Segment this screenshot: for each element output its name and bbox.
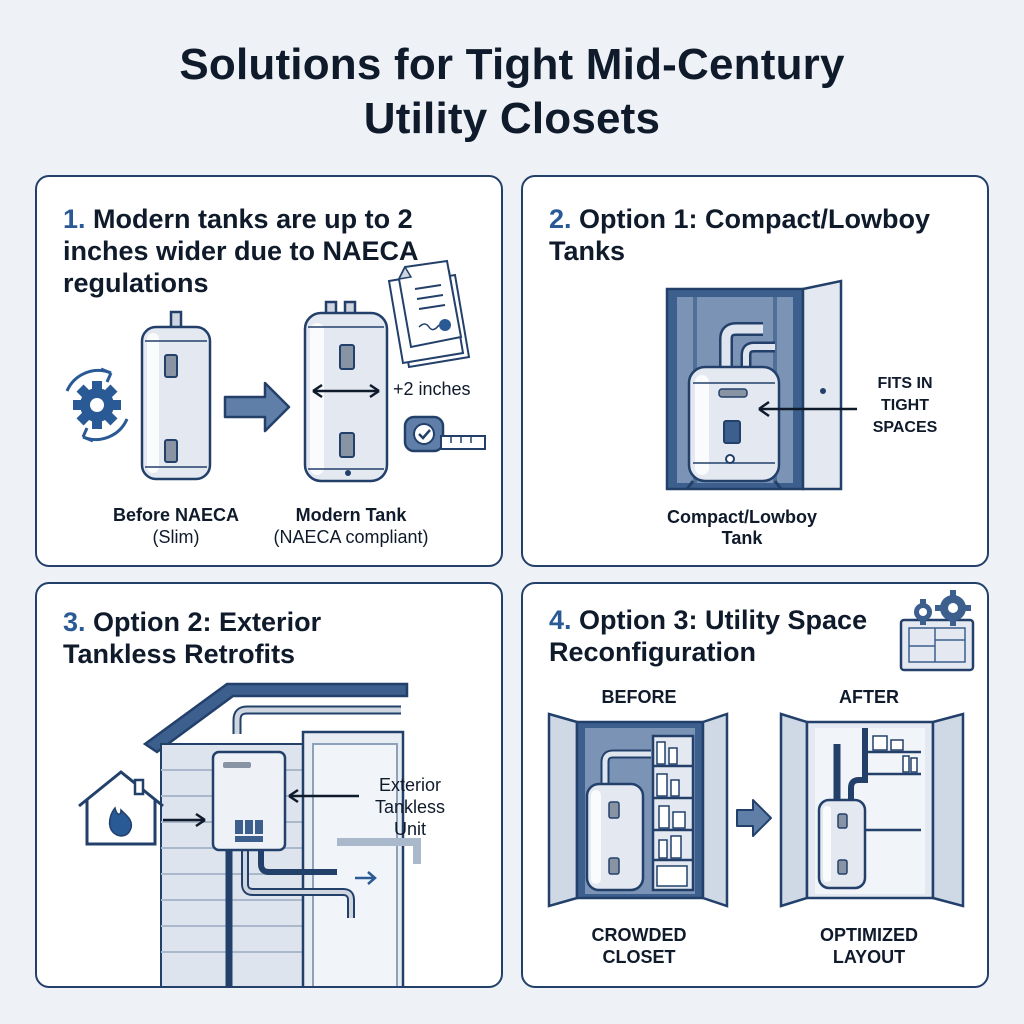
- panel-3-heading-line-2: Tankless Retrofits: [63, 639, 296, 669]
- panel-space-reconfiguration: 4. Option 3: Utility Space Reconfigurati…: [521, 582, 989, 988]
- fits-callout-line-3: SPACES: [872, 419, 938, 436]
- panel-1-heading-line-1: Modern tanks are up to 2: [93, 204, 413, 234]
- panel-exterior-tankless: 3. Option 2: Exterior Tankless Retrofits: [35, 582, 503, 988]
- fits-callout-line-1: FITS IN: [877, 375, 933, 392]
- optimized-closet-icon: [779, 712, 965, 908]
- page-title: Solutions for Tight Mid-Century Utility …: [0, 38, 1024, 146]
- panel-3-heading: 3. Option 2: Exterior Tankless Retrofits: [63, 606, 321, 670]
- fits-tight-callout: FITS IN TIGHT SPACES: [855, 373, 955, 439]
- panel-1-illustration: [65, 259, 486, 483]
- panel-2-heading-line-1: Option 1: Compact/Lowboy: [579, 204, 931, 234]
- arrow-right-icon: [223, 381, 291, 433]
- panel-naeca-width: 1. Modern tanks are up to 2 inches wider…: [35, 175, 503, 567]
- modern-tank-icon: [303, 300, 389, 483]
- gear-icon: [65, 367, 129, 443]
- optimized-caption-line-1: OPTIMIZED: [820, 925, 918, 945]
- after-label: AFTER: [839, 687, 899, 707]
- document-icon: [387, 259, 471, 369]
- crowded-closet-caption: CROWDED CLOSET: [559, 924, 719, 968]
- arrow-right-icon: [736, 799, 772, 837]
- lowboy-label-line-1: Compact/Lowboy: [666, 507, 817, 527]
- fits-callout-line-2: TIGHT: [881, 397, 929, 414]
- before-naeca-sublabel: (Slim): [152, 527, 200, 547]
- crowded-caption-line-2: CLOSET: [602, 947, 676, 967]
- panel-4-illustration: [547, 590, 975, 908]
- panel-1-heading-line-3: regulations: [63, 268, 209, 298]
- before-naeca-label: Before NAECA: [112, 505, 240, 525]
- house-exterior-icon: [142, 682, 421, 986]
- panel-3-illustration: [78, 682, 421, 986]
- panel-4-heading-line-1: Option 3: Utility Space: [579, 605, 868, 635]
- panel-2-illustration: [665, 279, 857, 491]
- tankless-callout-line-1: Exterior: [378, 775, 441, 795]
- panel-1-heading-line-2: inches wider due to NAECA: [63, 236, 419, 266]
- panel-4-heading-line-2: Reconfiguration: [549, 637, 756, 667]
- lowboy-tank-icon: [685, 365, 783, 490]
- tankless-callout-line-3: Unit: [393, 819, 426, 839]
- flow-arrow-icon: [355, 871, 377, 885]
- tape-measure-icon: [403, 415, 486, 453]
- optimized-layout-caption: OPTIMIZED LAYOUT: [789, 924, 949, 968]
- panel-compact-tanks: 2. Option 1: Compact/Lowboy Tanks: [521, 175, 989, 567]
- blueprint-gears-icon: [899, 590, 975, 672]
- modern-tank-sublabel: (NAECA compliant): [273, 527, 429, 547]
- tankless-unit-icon: [211, 750, 287, 852]
- panel-2-number: 2.: [549, 204, 572, 234]
- panel-3-number: 3.: [63, 607, 86, 637]
- optimized-caption-line-2: LAYOUT: [832, 947, 906, 967]
- panel-4-number: 4.: [549, 605, 572, 635]
- crowded-closet-icon: [547, 712, 729, 908]
- tankless-callout-line-2: Tankless: [374, 797, 446, 817]
- house-flame-icon: [78, 770, 164, 846]
- pipe-icon: [225, 705, 401, 986]
- slim-tank-icon: [140, 310, 212, 481]
- panel-3-heading-line-1: Option 2: Exterior: [93, 607, 322, 637]
- title-line-1: Solutions for Tight Mid-Century: [179, 40, 845, 89]
- panel-2-heading-line-2: Tanks: [549, 236, 626, 266]
- lowboy-label-line-2: Tank: [721, 528, 763, 548]
- pipe-icon: [719, 322, 775, 373]
- panel-4-heading: 4. Option 3: Utility Space Reconfigurati…: [549, 604, 867, 668]
- modern-tank-label: Modern Tank: [295, 505, 407, 525]
- before-label: BEFORE: [601, 687, 677, 707]
- panel-2-heading: 2. Option 1: Compact/Lowboy Tanks: [549, 203, 930, 267]
- tankless-callout: Exterior Tankless Unit: [355, 774, 465, 840]
- panel-1-number: 1.: [63, 204, 86, 234]
- lowboy-tank-label: Compact/Lowboy Tank: [627, 507, 857, 549]
- crowded-caption-line-1: CROWDED: [591, 925, 687, 945]
- panel-1-heading: 1. Modern tanks are up to 2 inches wider…: [63, 203, 419, 299]
- title-line-2: Utility Closets: [363, 94, 661, 143]
- width-callout: +2 inches: [393, 379, 471, 399]
